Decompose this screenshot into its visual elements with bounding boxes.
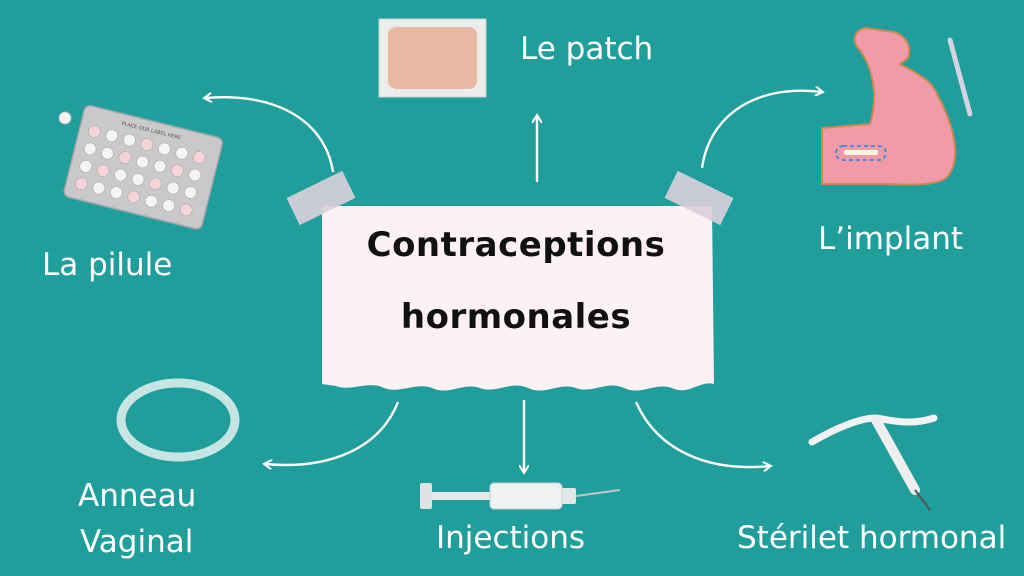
loose-pill-icon <box>58 111 72 125</box>
pill <box>188 168 202 182</box>
pill <box>114 168 127 182</box>
pill <box>171 164 184 177</box>
implant-rod-icon <box>947 37 973 117</box>
label-ring-line1: Anneau <box>78 478 197 514</box>
pill <box>158 142 171 156</box>
label-iud: Stérilet hormonal <box>737 520 1007 556</box>
label-ring-line2: Vaginal <box>80 524 194 560</box>
patch-icon <box>378 18 487 98</box>
syringe-icon <box>420 482 621 510</box>
vaginal-ring-icon <box>116 378 240 462</box>
pill <box>166 181 180 195</box>
pill-pack-icon: PLACE OUR LABEL HERE <box>63 105 223 230</box>
pill <box>140 138 154 151</box>
pill <box>79 160 93 173</box>
pill <box>144 194 158 208</box>
arrow-to-iud <box>634 401 770 467</box>
pill <box>184 186 197 199</box>
pill <box>127 190 141 204</box>
title-text-block: Contraceptions hormonales <box>322 205 710 385</box>
iud-icon <box>808 414 938 511</box>
arrow-to-ring <box>265 401 400 465</box>
pill <box>88 125 101 138</box>
tape-left <box>286 170 356 226</box>
arrow-to-implant <box>700 91 822 169</box>
pill <box>96 164 110 177</box>
tape-right <box>664 170 734 226</box>
pill <box>149 177 162 191</box>
pill <box>131 173 145 186</box>
pill <box>92 181 106 195</box>
pill <box>153 159 167 173</box>
pill <box>118 151 132 164</box>
title-line-1: Contraceptions <box>366 225 666 265</box>
arrow-to-pill <box>205 97 335 173</box>
pill <box>83 142 97 156</box>
label-pill: La pilule <box>42 247 173 283</box>
pill <box>162 199 176 212</box>
title-line-2: hormonales <box>400 297 632 337</box>
pill <box>110 186 123 199</box>
pill <box>136 155 149 169</box>
pill <box>123 133 136 147</box>
title-card <box>286 170 734 391</box>
label-patch: Le patch <box>520 31 654 67</box>
pill <box>105 129 119 143</box>
pill <box>101 146 114 160</box>
label-injections: Injections <box>436 520 586 556</box>
pill <box>175 146 189 160</box>
label-implant: L’implant <box>818 221 964 257</box>
arm-implant-icon <box>821 26 957 186</box>
pill <box>75 177 88 191</box>
pill <box>192 151 206 164</box>
pill <box>179 203 193 217</box>
